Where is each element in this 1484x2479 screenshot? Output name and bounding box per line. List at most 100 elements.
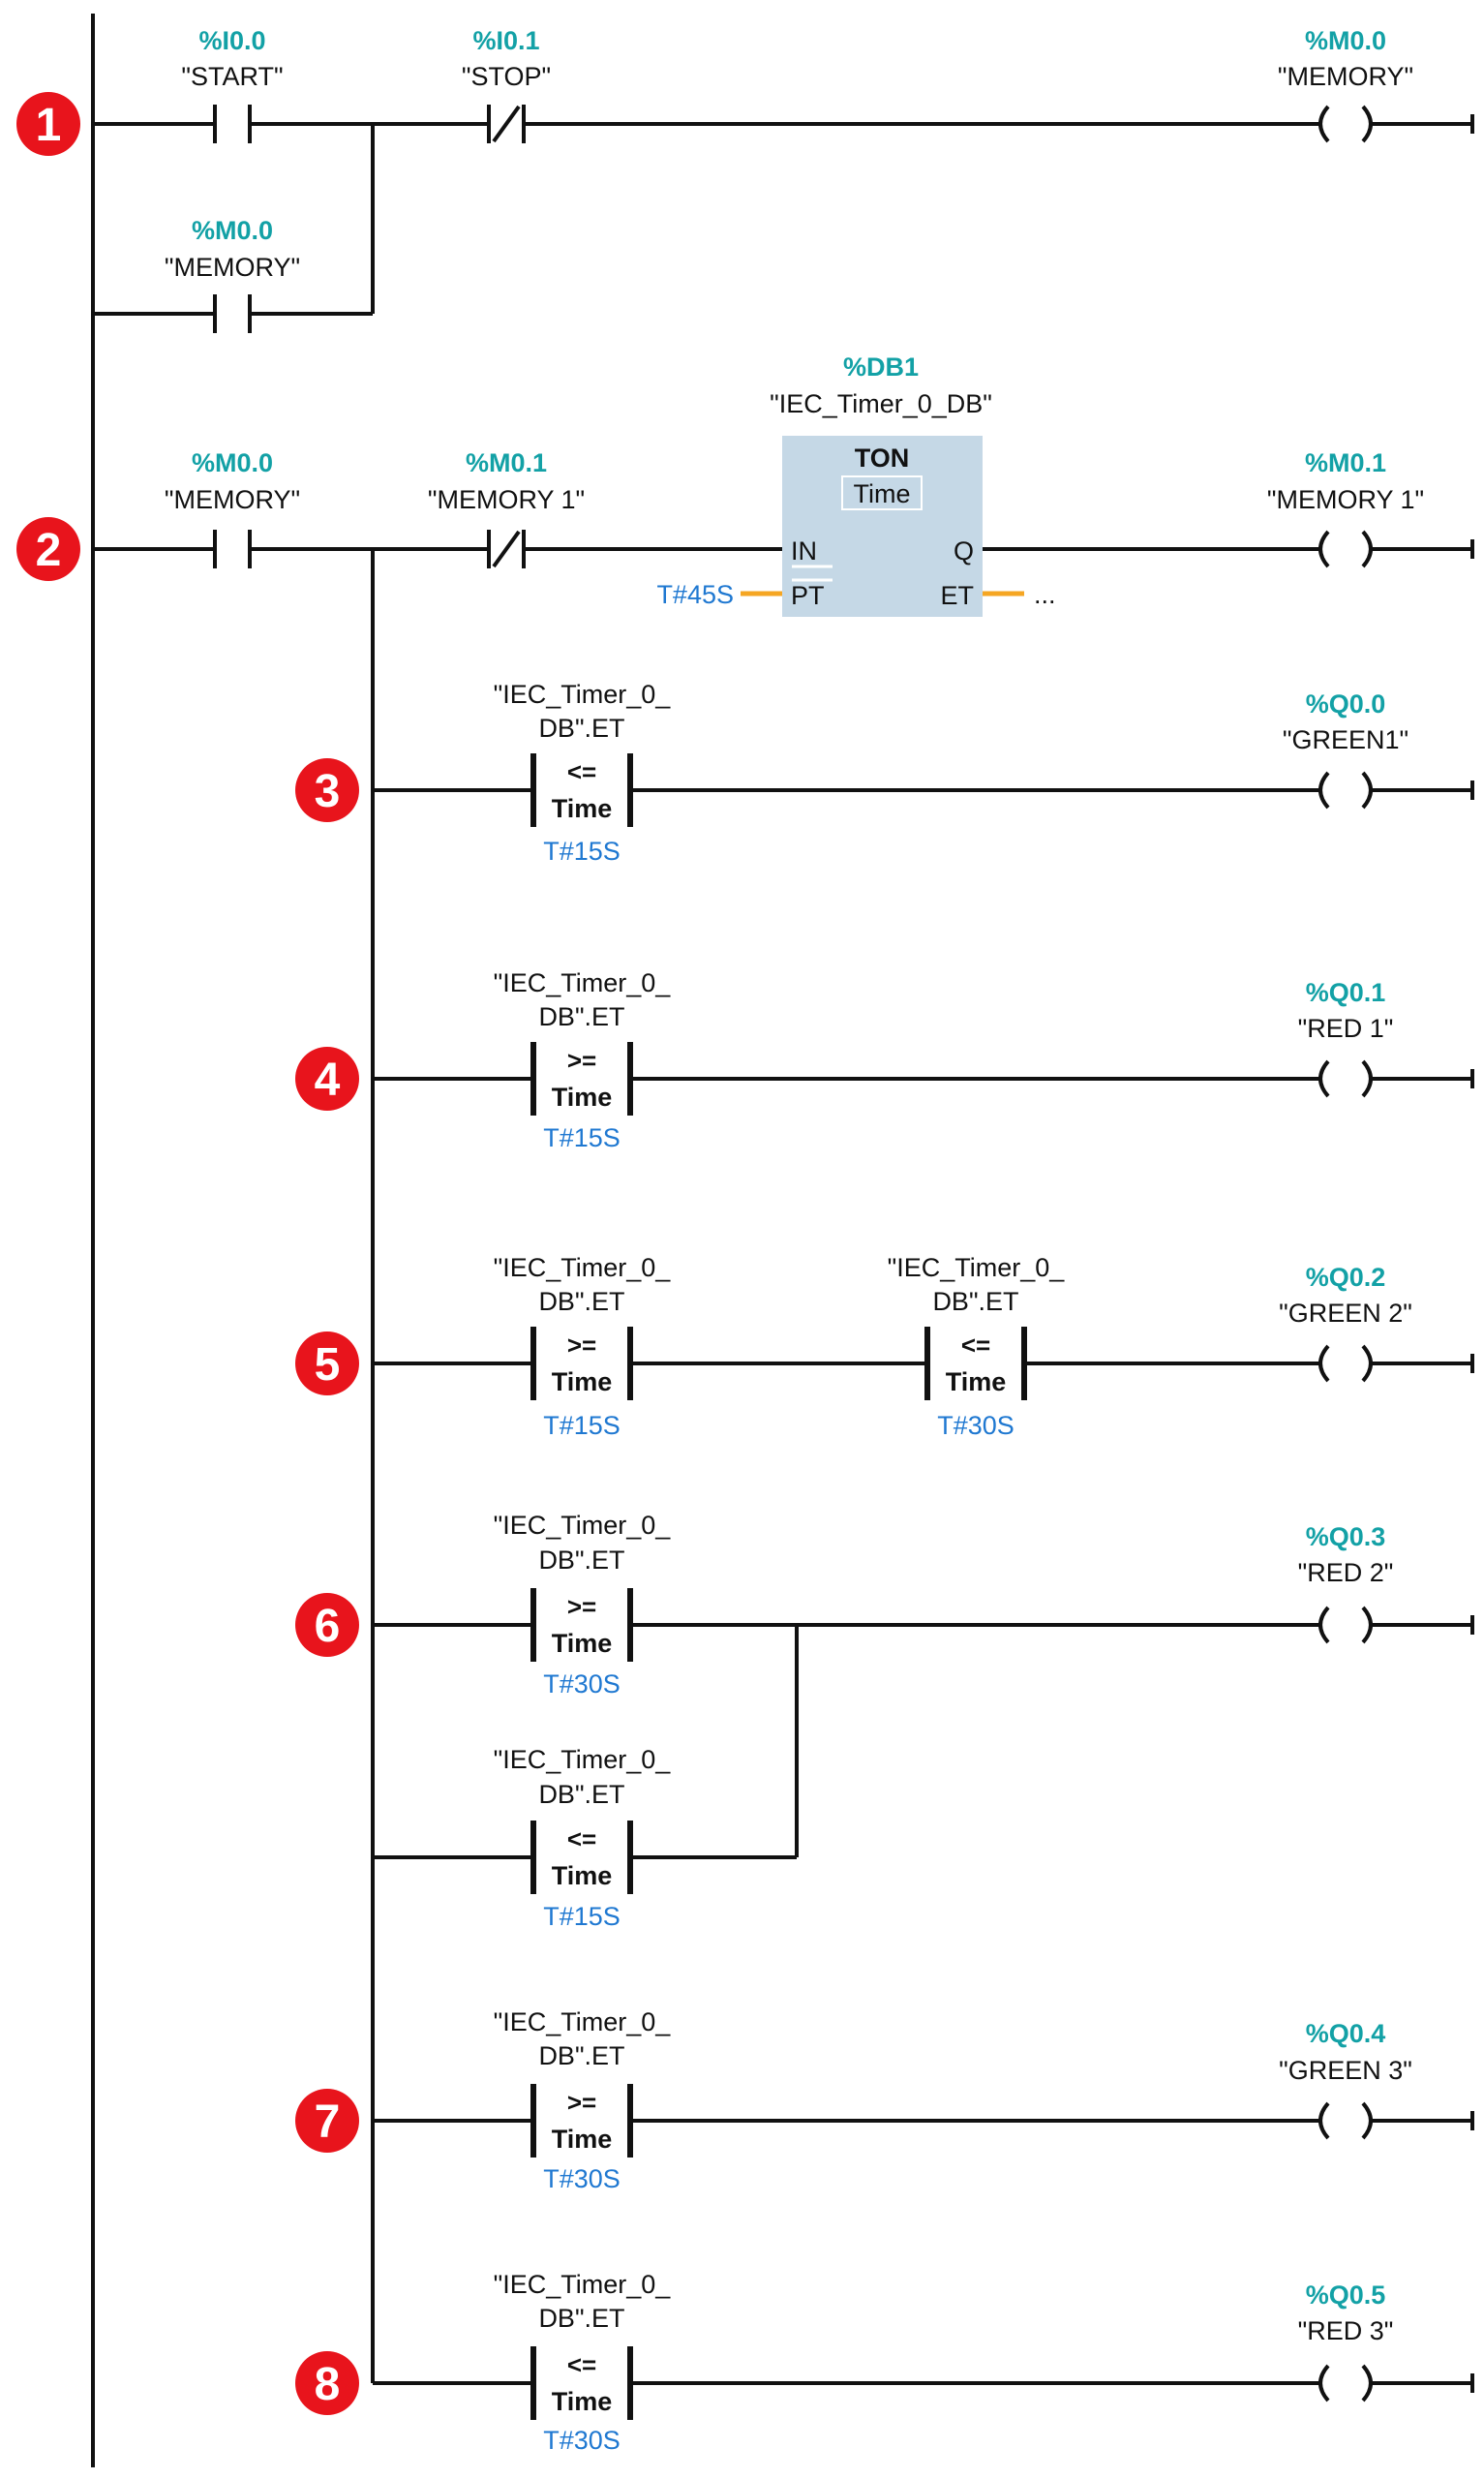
timer-type: TON — [855, 444, 910, 473]
compare-operator: >= — [567, 2088, 596, 2117]
compare-type: Time — [946, 1367, 1007, 1396]
badge-number: 8 — [315, 2359, 341, 2410]
compare-type: Time — [552, 794, 613, 823]
timer-subtype-box[interactable] — [841, 475, 923, 510]
compare-contact-ge[interactable]: "IEC_Timer_0_ DB".ET >= Time T#15S — [494, 968, 672, 1152]
rung-badge: 3 — [295, 758, 359, 822]
coil-memory[interactable]: %M0.0 "MEMORY" — [1278, 26, 1413, 143]
compare-type: Time — [552, 1367, 613, 1396]
compare-value[interactable]: T#30S — [543, 2164, 621, 2193]
contact-stop-normally-closed[interactable]: %I0.1 "STOP" — [462, 26, 551, 143]
compare-contact-le[interactable]: "IEC_Timer_0_ DB".ET <= Time T#15S — [494, 680, 672, 866]
compare-operator: <= — [567, 757, 596, 786]
coil-green3[interactable]: %Q0.4 "GREEN 3" — [1279, 2019, 1412, 2140]
coil-red2[interactable]: %Q0.3 "RED 2" — [1298, 1522, 1394, 1644]
contact-address: %M0.0 — [192, 216, 273, 245]
contact-address: %I0.1 — [472, 26, 539, 55]
pin-pt: PT — [791, 581, 825, 610]
contact-memory[interactable]: %M0.0 "MEMORY" — [165, 448, 300, 568]
compare-operand: "IEC_Timer_0_ — [494, 1511, 672, 1540]
compare-operand: DB".ET — [538, 1546, 624, 1575]
compare-contact-ge[interactable]: "IEC_Timer_0_ DB".ET >= Time T#15S — [494, 1253, 672, 1440]
compare-operand: "IEC_Timer_0_ — [494, 2007, 672, 2036]
compare-operand: DB".ET — [538, 714, 624, 743]
compare-operand: "IEC_Timer_0_ — [494, 968, 672, 997]
coil-address: %Q0.1 — [1306, 978, 1386, 1007]
compare-contact-le[interactable]: "IEC_Timer_0_ DB".ET <= Time T#30S — [494, 2270, 672, 2455]
coil-tag: "GREEN 3" — [1279, 2056, 1412, 2085]
numbered-circle-badge-icon — [16, 517, 80, 581]
contact-address: %M0.1 — [466, 448, 547, 477]
numbered-circle-badge-icon — [16, 92, 80, 156]
coil-red3[interactable]: %Q0.5 "RED 3" — [1298, 2280, 1394, 2402]
coil-address: %Q0.3 — [1306, 1522, 1386, 1551]
wires — [91, 14, 1474, 2467]
compare-value[interactable]: T#30S — [937, 1411, 1015, 1440]
compare-operand: DB".ET — [538, 1002, 624, 1031]
timer-block-body — [782, 436, 983, 617]
timer-elapsed-value[interactable]: ... — [1034, 580, 1056, 609]
coil-address: %Q0.4 — [1306, 2019, 1386, 2048]
badge-number: 6 — [315, 1601, 341, 1652]
numbered-circle-badge-icon — [295, 2089, 359, 2153]
coil-green1[interactable]: %Q0.0 "GREEN1" — [1283, 689, 1408, 810]
coil-red1[interactable]: %Q0.1 "RED 1" — [1298, 978, 1394, 1098]
numbered-circle-badge-icon — [295, 1047, 359, 1111]
rung-5: 5 "IEC_Timer_0_ DB".ET >= Time T#15S "IE… — [295, 1253, 1412, 1440]
coil-green2[interactable]: %Q0.2 "GREEN 2" — [1279, 1263, 1412, 1383]
compare-type: Time — [552, 1083, 613, 1112]
badge-number: 4 — [315, 1055, 341, 1106]
numbered-circle-badge-icon — [295, 1331, 359, 1395]
compare-type: Time — [552, 2125, 613, 2154]
badge-number: 2 — [36, 525, 62, 576]
contact-address: %M0.0 — [192, 448, 273, 477]
compare-value[interactable]: T#30S — [543, 2426, 621, 2455]
pin-q: Q — [954, 536, 974, 566]
pin-et: ET — [940, 581, 974, 610]
rung-badge: 4 — [295, 1047, 359, 1111]
compare-value[interactable]: T#15S — [543, 837, 621, 866]
compare-operator: >= — [567, 1046, 596, 1075]
coil-address: %Q0.2 — [1306, 1263, 1386, 1292]
rung-8: 8 "IEC_Timer_0_ DB".ET <= Time T#30S %Q0… — [295, 2270, 1393, 2455]
compare-type: Time — [552, 1629, 613, 1658]
timer-db-name: "IEC_Timer_0_DB" — [770, 389, 992, 418]
compare-value[interactable]: T#15S — [543, 1123, 621, 1152]
rung-4: 4 "IEC_Timer_0_ DB".ET >= Time T#15S %Q0… — [295, 968, 1393, 1152]
compare-contact-ge[interactable]: "IEC_Timer_0_ DB".ET >= Time T#30S — [494, 1511, 672, 1699]
rung-badge: 8 — [295, 2351, 359, 2415]
rung-badge: 5 — [295, 1331, 359, 1395]
compare-contact-le[interactable]: "IEC_Timer_0_ DB".ET <= Time T#15S — [494, 1745, 672, 1931]
compare-contact-ge[interactable]: "IEC_Timer_0_ DB".ET >= Time T#30S — [494, 2007, 672, 2193]
timer-preset-value[interactable]: T#45S — [656, 580, 734, 609]
pin-in: IN — [791, 536, 817, 566]
rung-7: 7 "IEC_Timer_0_ DB".ET >= Time T#30S %Q0… — [295, 2007, 1412, 2193]
badge-number: 1 — [36, 100, 62, 151]
coil-memory1[interactable]: %M0.1 "MEMORY 1" — [1267, 448, 1424, 568]
compare-operand: "IEC_Timer_0_ — [494, 680, 672, 709]
compare-value[interactable]: T#30S — [543, 1669, 621, 1699]
numbered-circle-badge-icon — [295, 1593, 359, 1657]
contact-start[interactable]: %I0.0 "START" — [181, 26, 284, 143]
compare-operator: <= — [567, 2350, 596, 2379]
contact-tag: "MEMORY 1" — [428, 485, 585, 514]
contact-memory1-normally-closed[interactable]: %M0.1 "MEMORY 1" — [428, 448, 585, 568]
contact-tag: "STOP" — [462, 62, 551, 91]
numbered-circle-badge-icon — [295, 758, 359, 822]
compare-contact-le[interactable]: "IEC_Timer_0_ DB".ET <= Time T#30S — [888, 1253, 1066, 1440]
compare-operand: DB".ET — [538, 1780, 624, 1809]
compare-operator: <= — [567, 1824, 596, 1853]
compare-value[interactable]: T#15S — [543, 1411, 621, 1440]
rung-badge: 6 — [295, 1593, 359, 1657]
contact-memory-seal-in[interactable]: %M0.0 "MEMORY" — [165, 216, 300, 333]
compare-operand: "IEC_Timer_0_ — [888, 1253, 1066, 1282]
coil-tag: "RED 2" — [1298, 1558, 1394, 1587]
compare-operand: DB".ET — [932, 1287, 1018, 1316]
compare-operator: >= — [567, 1592, 596, 1621]
coil-address: %M0.1 — [1305, 448, 1386, 477]
contact-tag: "MEMORY" — [165, 485, 300, 514]
compare-value[interactable]: T#15S — [543, 1902, 621, 1931]
ton-timer-block[interactable]: %DB1 "IEC_Timer_0_DB" TON Time IN PT Q E… — [656, 352, 1056, 617]
contact-address: %I0.0 — [198, 26, 265, 55]
rung-6: 6 "IEC_Timer_0_ DB".ET >= Time T#30S "IE… — [295, 1511, 1393, 1931]
